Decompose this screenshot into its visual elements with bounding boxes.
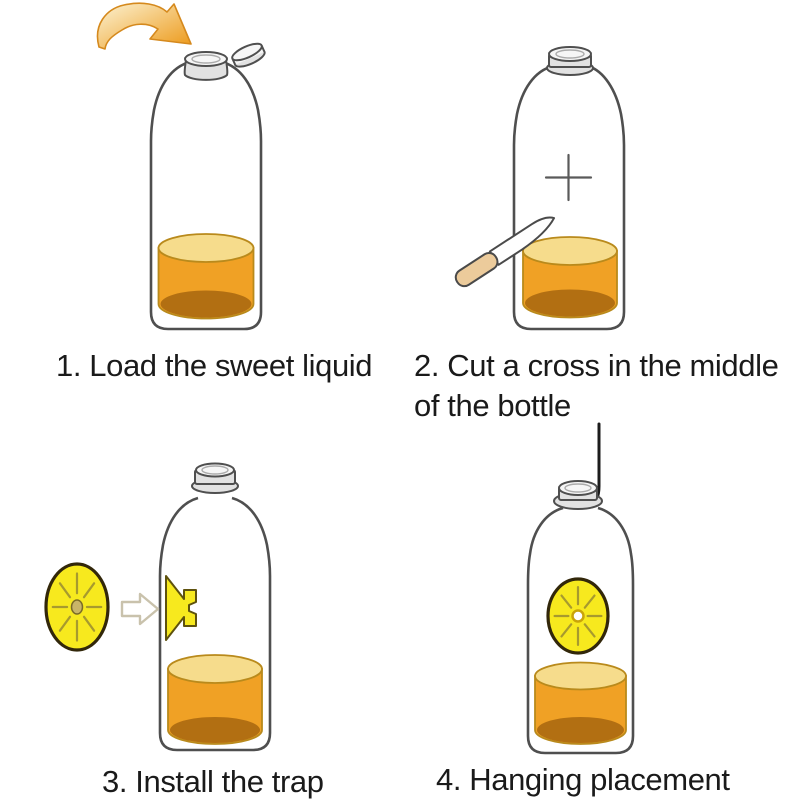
sweet-liquid-icon <box>167 654 263 745</box>
bottle-cap-icon <box>553 480 603 510</box>
step-2-caption-line: 2. Cut a cross in the middle <box>414 348 779 383</box>
sweet-liquid-icon <box>522 236 618 319</box>
step-4-illustration <box>526 422 635 755</box>
cross-cut-mark-icon <box>544 153 593 202</box>
insert-arrow-icon <box>120 592 160 626</box>
step-2-caption-line: of the bottle <box>414 388 571 423</box>
step-3-caption-line: 3. Install the trap <box>102 764 324 799</box>
step-3-caption: 3. Install the trap <box>102 762 324 800</box>
trap-disc-icon <box>546 577 610 655</box>
step-1-caption-line: 1. Load the sweet liquid <box>56 348 373 383</box>
sweet-liquid-icon <box>157 233 255 320</box>
bottle-cap-icon <box>191 462 239 494</box>
step-2-caption: 2. Cut a cross in the middle of the bott… <box>414 346 779 426</box>
trap-disc-icon <box>44 562 110 652</box>
step-4-caption-line: 4. Hanging placement <box>436 762 730 797</box>
step-1-caption: 1. Load the sweet liquid <box>56 346 373 386</box>
step-1-illustration <box>96 2 266 331</box>
step-2-illustration <box>454 46 626 331</box>
funnel-trap-icon <box>165 575 197 641</box>
floating-cap-icon <box>231 42 266 68</box>
step-4-caption: 4. Hanging placement <box>436 760 730 800</box>
step-3-illustration <box>44 462 272 752</box>
bottle-cap-icon <box>546 46 594 76</box>
knife-icon <box>454 216 556 288</box>
open-bottle-mouth-icon <box>183 51 229 81</box>
sweet-liquid-icon <box>534 661 627 745</box>
pour-arrow-icon <box>96 2 192 50</box>
